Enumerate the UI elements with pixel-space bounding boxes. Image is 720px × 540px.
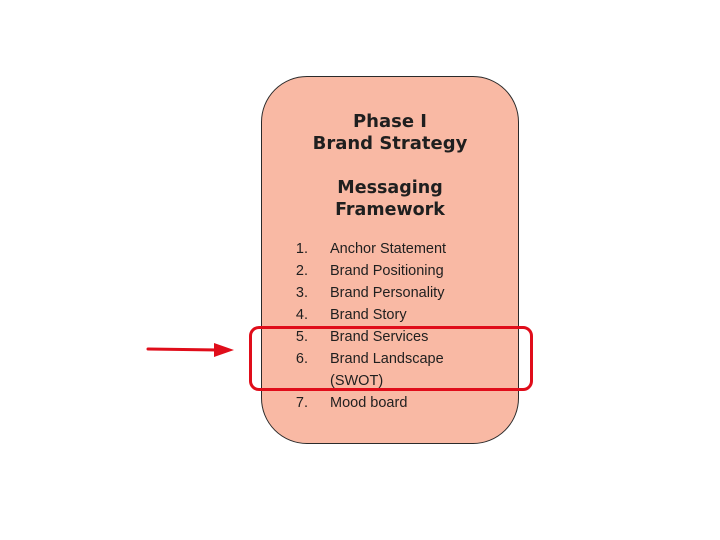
step-label: Brand Personality (330, 285, 445, 301)
step-label: Brand Story (330, 307, 407, 323)
step-label: Brand Landscape (SWOT) (330, 351, 444, 389)
phase-label: Phase I (352, 111, 428, 132)
arrow-right-icon (146, 343, 234, 357)
step-number: 7. (295, 395, 308, 411)
list-item: 7. Mood board (262, 392, 518, 414)
list-item: 6. Brand Landscape (SWOT) (262, 348, 518, 392)
step-label: Brand Services (330, 329, 429, 345)
step-label: Anchor Statement (330, 241, 447, 257)
list-item: 3. Brand Personality (262, 282, 518, 304)
list-item: 2. Brand Positioning (262, 260, 518, 282)
phase-subtitle: Brand Strategy (312, 133, 468, 154)
list-item: 4. Brand Story (262, 304, 518, 326)
phase-card: Phase I Brand Strategy Messaging Framewo… (261, 76, 519, 444)
step-number: 4. (295, 307, 308, 323)
highlight-box (249, 326, 533, 391)
step-number: 6. (295, 351, 308, 367)
framework-title-line1: Messaging (337, 178, 443, 198)
framework-title: Messaging Framework (262, 177, 518, 221)
list-item: 1. Anchor Statement (262, 238, 518, 260)
step-label: Brand Positioning (330, 263, 444, 279)
step-number: 1. (295, 241, 308, 257)
list-item: 5. Brand Services (262, 326, 518, 348)
step-label: Mood board (330, 395, 408, 411)
step-number: 5. (295, 329, 308, 345)
phase-title: Phase I Brand Strategy (262, 111, 518, 155)
framework-title-line2: Framework (335, 200, 445, 220)
step-number: 3. (295, 285, 308, 301)
step-number: 2. (295, 263, 308, 279)
step-list: 1. Anchor Statement 2. Brand Positioning… (262, 238, 518, 414)
